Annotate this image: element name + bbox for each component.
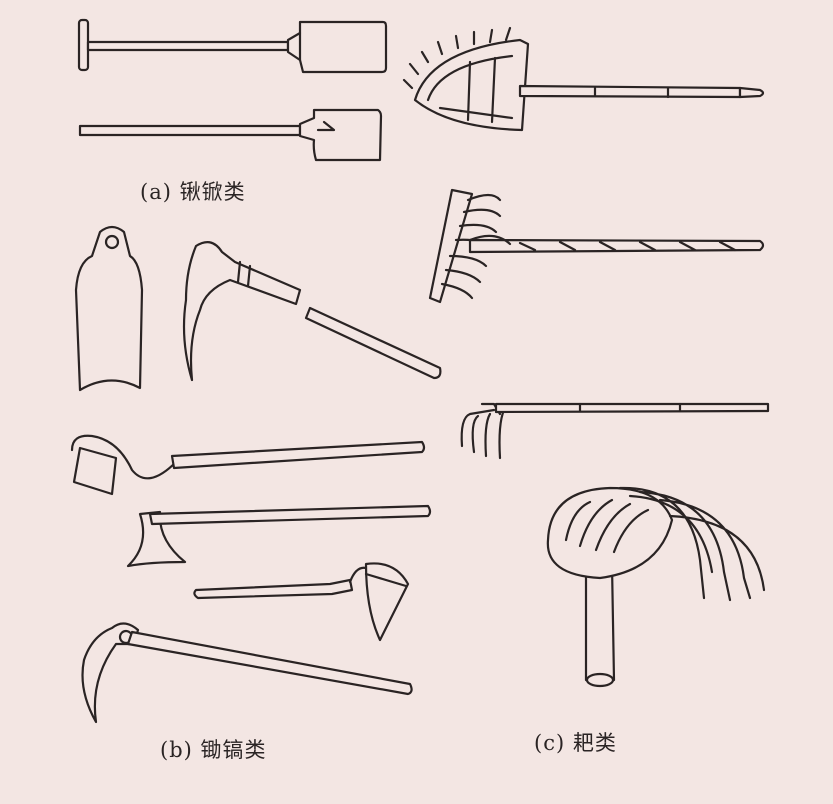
axe-hoe bbox=[126, 504, 432, 568]
caption-c-rakes: (c) 耙类 bbox=[534, 731, 617, 755]
small-fork-rake bbox=[460, 402, 770, 460]
scythe bbox=[81, 622, 413, 724]
rake bbox=[428, 188, 765, 304]
basket-scoop bbox=[402, 26, 765, 132]
caption-b-hoes: (b) 锄镐类 bbox=[160, 738, 267, 762]
scoop-hoe bbox=[193, 562, 410, 642]
sickle-hoe bbox=[182, 241, 442, 382]
curved-neck-hoe bbox=[70, 434, 426, 496]
pointed-shovel bbox=[78, 108, 383, 162]
caption-a-spades: (a) 锹锨类 bbox=[140, 180, 246, 204]
t-handle-spade bbox=[77, 18, 388, 74]
claw-rake bbox=[546, 486, 766, 688]
hoe-blade bbox=[74, 225, 144, 392]
